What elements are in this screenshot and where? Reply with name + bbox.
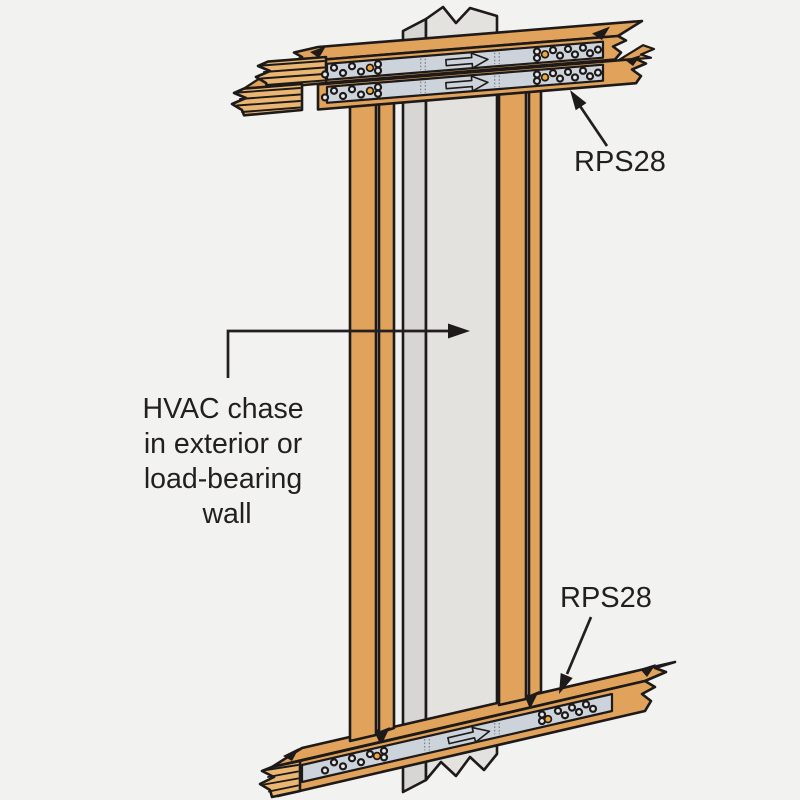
nail-hole (532, 47, 542, 56)
label-hvac-chase: HVAC chase in exterior or load-bearing w… (143, 393, 312, 530)
nail-hole (347, 62, 357, 71)
hvac-chase-leader-line (226, 329, 450, 378)
rps28-bottom-leader-line (565, 616, 593, 675)
embossed-arrow-icon (445, 75, 489, 92)
nail-hole (356, 90, 366, 99)
nail-hole (593, 68, 603, 77)
nail-hole (532, 53, 542, 63)
bottom-plate-break-notch-right (640, 664, 656, 677)
nail-hole (581, 700, 591, 709)
right-stud-side-face (527, 68, 543, 699)
top-plate-lower-break-notch-right (625, 55, 641, 66)
nail-driven (543, 714, 553, 724)
top-plate-break-notch-left (310, 46, 326, 58)
bottom-plate-break-notch-left (283, 748, 299, 761)
label-rps28-top: RPS28 (574, 146, 666, 178)
nail-hole (585, 72, 595, 81)
nail-hole (338, 762, 348, 771)
nail-driven (372, 751, 382, 761)
nail-hole (588, 704, 598, 713)
nail-hole (578, 66, 588, 75)
label-hvac-line1: HVAC chase (143, 393, 304, 425)
nail-hole (338, 91, 348, 101)
nail-hole (585, 49, 595, 58)
nail-hole (570, 50, 580, 59)
right-stud-base-wedge (525, 691, 539, 709)
nail-hole (329, 63, 339, 72)
nail-hole (555, 74, 565, 83)
nail-hole (563, 67, 573, 77)
label-hvac-line4: wall (201, 498, 251, 530)
label-rps28-bottom: RPS28 (560, 582, 652, 614)
nail-hole (329, 86, 339, 95)
embossed-arrow-icon (447, 726, 491, 745)
nail-hole (379, 746, 389, 755)
rps28-top-leader-line (578, 105, 609, 147)
nail-hole (532, 70, 542, 79)
nail-hole (570, 73, 580, 82)
nail-hole (379, 753, 389, 762)
nail-hole (373, 60, 383, 69)
nail-driven (365, 86, 375, 96)
duct-front-face (424, 5, 499, 782)
nail-hole (548, 46, 558, 55)
nail-hole (574, 707, 584, 717)
right-stud (497, 68, 543, 709)
annotations: RPS28 RPS28 HVAC chase in exterior or lo… (143, 90, 666, 694)
nail-hole (563, 44, 573, 54)
nail-hole (553, 706, 563, 715)
nail-hole (320, 93, 330, 102)
nail-hole (532, 76, 542, 86)
right-stud-front-face (497, 68, 528, 707)
strap-nail-holes (320, 43, 603, 775)
nail-hole (578, 43, 588, 52)
nail-hole (356, 67, 366, 76)
nail-hole (567, 703, 577, 712)
nail-hole (593, 45, 603, 54)
left-stud-side-face (377, 84, 396, 735)
nail-hole (537, 710, 547, 719)
hvac-chase-arrowhead-icon (448, 323, 470, 339)
hvac-duct (401, 5, 499, 794)
label-hvac-line2: in exterior or (144, 428, 303, 460)
nail-hole (320, 766, 330, 775)
nail-driven (540, 50, 550, 59)
nail-hole (373, 66, 383, 75)
nail-hole (365, 749, 375, 759)
rps28-bottom-arrowhead-icon (559, 673, 573, 694)
bottom-plate-grain-lines (263, 764, 299, 793)
duct-side-face (401, 17, 428, 794)
nail-hole (356, 758, 366, 767)
left-stud (348, 84, 396, 746)
left-stud-base-wedge (375, 727, 390, 746)
nail-hole (320, 70, 330, 79)
nail-driven (540, 73, 550, 82)
nail-driven (365, 63, 375, 73)
nail-hole (373, 83, 383, 92)
nail-hole (347, 85, 357, 94)
label-hvac-line3: load-bearing (144, 463, 302, 495)
top-plate-upper-grain-lines (260, 60, 325, 86)
left-stud-front-face (348, 84, 378, 743)
nail-hole (347, 754, 357, 763)
embossed-arrow-icon (445, 52, 489, 69)
rps28-top-arrowhead-icon (570, 90, 587, 111)
nail-hole (329, 758, 339, 767)
top-plate-break-notch-right (592, 26, 610, 40)
top-plate-lower-grain-lines (236, 87, 301, 113)
nail-hole (548, 69, 558, 78)
nail-hole (560, 711, 570, 720)
nail-hole (373, 89, 383, 98)
nail-hole (555, 51, 565, 60)
nail-hole (338, 68, 348, 78)
